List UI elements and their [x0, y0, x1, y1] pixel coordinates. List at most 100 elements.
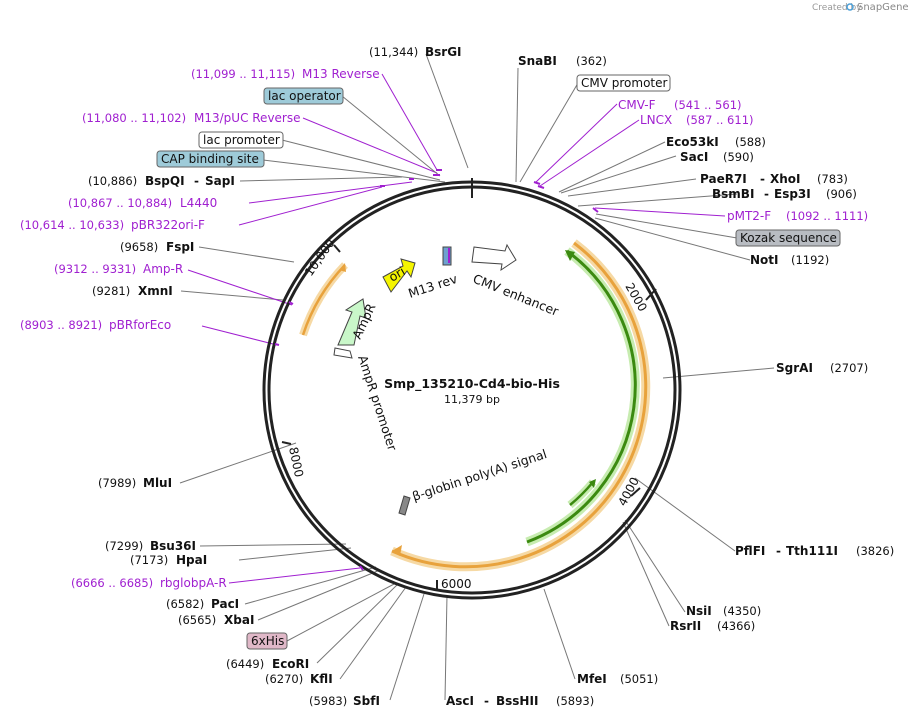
primer-m13puc-reverse-pos: (11,080 .. 11,102)	[82, 111, 186, 125]
primer-lncx[interactable]: LNCX	[640, 113, 672, 127]
site-bsrgi-pos: (11,344)	[369, 45, 418, 59]
orf-arrowhead	[392, 545, 402, 556]
cds-arrowhead	[565, 250, 575, 261]
m13-rev-label: M13 rev	[406, 271, 459, 301]
site-dash-xhoi: -	[760, 172, 765, 186]
site-xmni[interactable]: XmnI	[138, 284, 173, 298]
site-saci[interactable]: SacI	[680, 150, 708, 164]
primer-cmv-f[interactable]: CMV-F	[618, 98, 656, 112]
site-hpai[interactable]: HpaI	[176, 553, 207, 567]
site-pflfi[interactable]: PflFI	[735, 544, 765, 558]
site-fspi[interactable]: FspI	[166, 240, 194, 254]
primer-marks	[274, 169, 599, 571]
primer-m13-reverse[interactable]: M13 Reverse	[302, 67, 380, 81]
feature-kozak-sequence-label: Kozak sequence	[740, 231, 837, 245]
cmv-enhancer-label: CMV enhancer	[471, 271, 562, 319]
site-snabi-pos: (362)	[576, 54, 607, 68]
feature-box-6xhis[interactable]: 6xHis	[246, 632, 288, 650]
site-asci-pos: (5893)	[556, 694, 594, 708]
primer-rbglobpa-r[interactable]: rbglobpA-R	[160, 576, 227, 590]
primer-rbglobpa-r-pos: (6666 .. 6685)	[71, 576, 153, 590]
site-snabi[interactable]: SnaBI	[518, 54, 557, 68]
site-bsmbi[interactable]: BsmBI	[712, 187, 754, 201]
site-fspi-pos: (9658)	[120, 240, 158, 254]
primer-cmv-f-pos: (541 .. 561)	[674, 98, 742, 112]
site-paer7i[interactable]: PaeR7I	[700, 172, 747, 186]
feature-box-cap-binding-site[interactable]: CAP binding site	[156, 150, 265, 168]
site-tth111i[interactable]: Tth111I	[786, 544, 838, 558]
site-leader-lines	[179, 53, 775, 701]
site-asci[interactable]: AscI	[446, 694, 474, 708]
primer-m13puc-reverse[interactable]: M13/pUC Reverse	[194, 111, 301, 125]
feature-box-lac-operator[interactable]: lac operator	[263, 87, 344, 105]
primer-pmt2-f[interactable]: pMT2-F	[727, 209, 771, 223]
globin-signal-label: β-globin poly(A) signal	[410, 446, 548, 504]
primer-amp-r[interactable]: Amp-R	[143, 262, 183, 276]
site-eco53ki-pos: (588)	[735, 135, 766, 149]
feature-lac-operator-label: lac operator	[268, 89, 341, 103]
site-ecori-pos: (6449)	[226, 657, 264, 671]
site-kfli-pos: (6270)	[265, 672, 303, 686]
ori-label: ori	[386, 263, 408, 284]
site-mlui[interactable]: MluI	[143, 476, 172, 490]
site-kfli[interactable]: KflI	[310, 672, 333, 686]
tick-label-8000: 8000	[286, 446, 306, 479]
primer-l4440-pos: (10,867 .. 10,884)	[68, 196, 172, 210]
site-sgrai-pos: (2707)	[830, 361, 868, 375]
site-sapi[interactable]: SapI	[205, 174, 235, 188]
tick-marks	[281, 178, 657, 590]
feature-cmv-promoter-label: CMV promoter	[581, 76, 668, 90]
site-hpai-pos: (7173)	[130, 553, 168, 567]
plasmid-length: 11,379 bp	[444, 393, 500, 406]
feature-box-lac-promoter[interactable]: lac promoter	[198, 131, 284, 149]
site-bsshii[interactable]: BssHII	[496, 694, 538, 708]
site-paer7i-pos: (783)	[817, 172, 848, 186]
primer-pbr322ori-f-pos: (10,614 .. 10,633)	[20, 218, 124, 232]
site-ecori[interactable]: EcoRI	[272, 657, 309, 671]
feature-6xhis-label: 6xHis	[251, 634, 284, 648]
site-mfei[interactable]: MfeI	[577, 672, 607, 686]
primer-amp-r-pos: (9312 .. 9331)	[54, 262, 136, 276]
site-dash-bsshii: -	[484, 694, 489, 708]
ampr-promoter-arrow	[333, 347, 353, 359]
site-bsu36i[interactable]: Bsu36I	[150, 539, 196, 553]
site-xhoi[interactable]: XhoI	[770, 172, 801, 186]
ori-arrow	[382, 258, 416, 293]
orf-arc-main	[391, 241, 648, 569]
primer-leader-lines	[187, 73, 726, 584]
site-eco53ki[interactable]: Eco53kI	[666, 135, 719, 149]
site-esp3i[interactable]: Esp3I	[774, 187, 811, 201]
primer-pbr322ori-f[interactable]: pBR322ori-F	[131, 218, 205, 232]
site-dash-tth111i: -	[776, 544, 781, 558]
site-bsrgi[interactable]: BsrGI	[425, 45, 462, 59]
primer-l4440[interactable]: L4440	[180, 196, 217, 210]
site-paci[interactable]: PacI	[211, 597, 239, 611]
site-bsu36i-pos: (7299)	[105, 539, 143, 553]
site-xbai[interactable]: XbaI	[224, 613, 254, 627]
feature-box-kozak-sequence[interactable]: Kozak sequence	[735, 229, 841, 247]
site-dash-esp3i: -	[764, 187, 769, 201]
site-xmni-pos: (9281)	[92, 284, 130, 298]
site-mlui-pos: (7989)	[98, 476, 136, 490]
site-rsrii[interactable]: RsrII	[670, 619, 701, 633]
primer-m13-reverse-pos: (11,099 .. 11,115)	[191, 67, 295, 81]
site-nsii[interactable]: NsiI	[686, 604, 712, 618]
cds-arc-main	[526, 249, 637, 544]
primer-pmt2-f-pos: (1092 .. 1111)	[786, 209, 868, 223]
site-dash-sapi: -	[194, 174, 199, 188]
feature-leader-lines	[262, 82, 738, 642]
site-saci-pos: (590)	[723, 150, 754, 164]
site-bsmbi-pos: (906)	[826, 187, 857, 201]
site-sbfi-pos: (5983)	[309, 694, 347, 708]
site-sgrai[interactable]: SgrAI	[776, 361, 813, 375]
primer-pbrforeco[interactable]: pBRforEco	[109, 318, 171, 332]
site-nsii-pos: (4350)	[723, 604, 761, 618]
feature-box-cmv-promoter[interactable]: CMV promoter	[576, 74, 671, 92]
tick-label-10000: 10,000	[302, 236, 338, 278]
site-noti[interactable]: NotI	[750, 253, 779, 267]
site-bspqi[interactable]: BspQI	[145, 174, 185, 188]
tag-arrowhead	[589, 479, 596, 488]
site-noti-pos: (1192)	[791, 253, 829, 267]
site-sbfi[interactable]: SbfI	[353, 694, 380, 708]
ampr-promoter-label: AmpR promoter	[355, 353, 400, 453]
